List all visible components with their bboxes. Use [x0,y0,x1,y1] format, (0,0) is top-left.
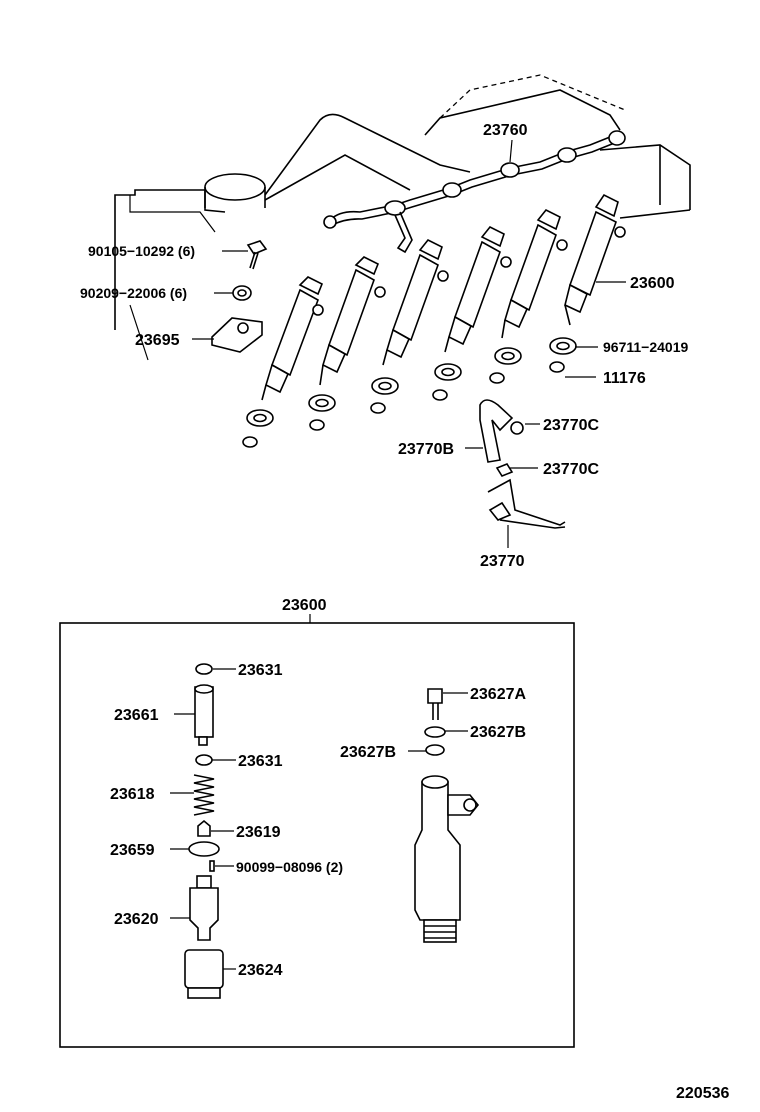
label-23659: 23659 [110,842,155,859]
label-23627B-right: 23627B [470,724,526,741]
injector-1[interactable] [261,276,324,401]
label-23770: 23770 [480,553,525,570]
label-23770C-a: 23770C [543,417,599,434]
detail-title: 23600 [282,597,327,614]
nozzle-seat-washers [242,337,577,448]
exploded-parts [184,663,224,999]
label-23695: 23695 [135,332,180,349]
label-96711: 96711−24019 [603,339,688,355]
injector-body [414,688,480,943]
label-23631-b: 23631 [238,753,283,770]
label-23631-a: 23631 [238,662,283,679]
label-11176: 11176 [603,370,646,387]
top-labels: 23760 90105−10292 (6) 90209−22006 (6) 23… [80,122,688,570]
injector-assemblies[interactable] [261,193,626,401]
label-23624: 23624 [238,962,283,979]
label-23760: 23760 [483,122,528,139]
bolt-icon [246,240,268,270]
label-90105: 90105−10292 (6) [88,243,195,259]
detail-leader-lines [170,668,468,970]
diagram-id: 220536 [676,1085,729,1102]
label-90209: 90209−22006 (6) [80,285,187,301]
label-23618: 23618 [110,786,155,803]
washer-icon [232,285,252,301]
injector-6[interactable] [564,193,626,326]
injector-clamp [211,317,263,353]
label-23770C-b: 23770C [543,461,599,478]
label-23627B-left: 23627B [340,744,396,761]
label-23627A: 23627A [470,686,526,703]
leak-off-hose[interactable] [479,399,566,529]
detail-labels: 23631 23661 23631 23618 23619 23659 9009… [110,662,526,979]
label-23619: 23619 [236,824,281,841]
label-23600-top: 23600 [630,275,675,292]
label-23661: 23661 [114,707,159,724]
label-23770B: 23770B [398,441,454,458]
injector-2[interactable] [319,256,386,386]
fuel-return-pipe[interactable] [323,130,626,254]
injector-5[interactable] [501,208,568,339]
injector-3[interactable] [382,238,449,366]
injector-detail-box: 23600 [59,597,575,1048]
label-23620: 23620 [114,911,159,928]
engine-outline [114,74,691,330]
label-90099: 90099−08096 (2) [236,859,343,875]
injector-4[interactable] [444,225,512,353]
top-leader-lines [129,139,626,548]
